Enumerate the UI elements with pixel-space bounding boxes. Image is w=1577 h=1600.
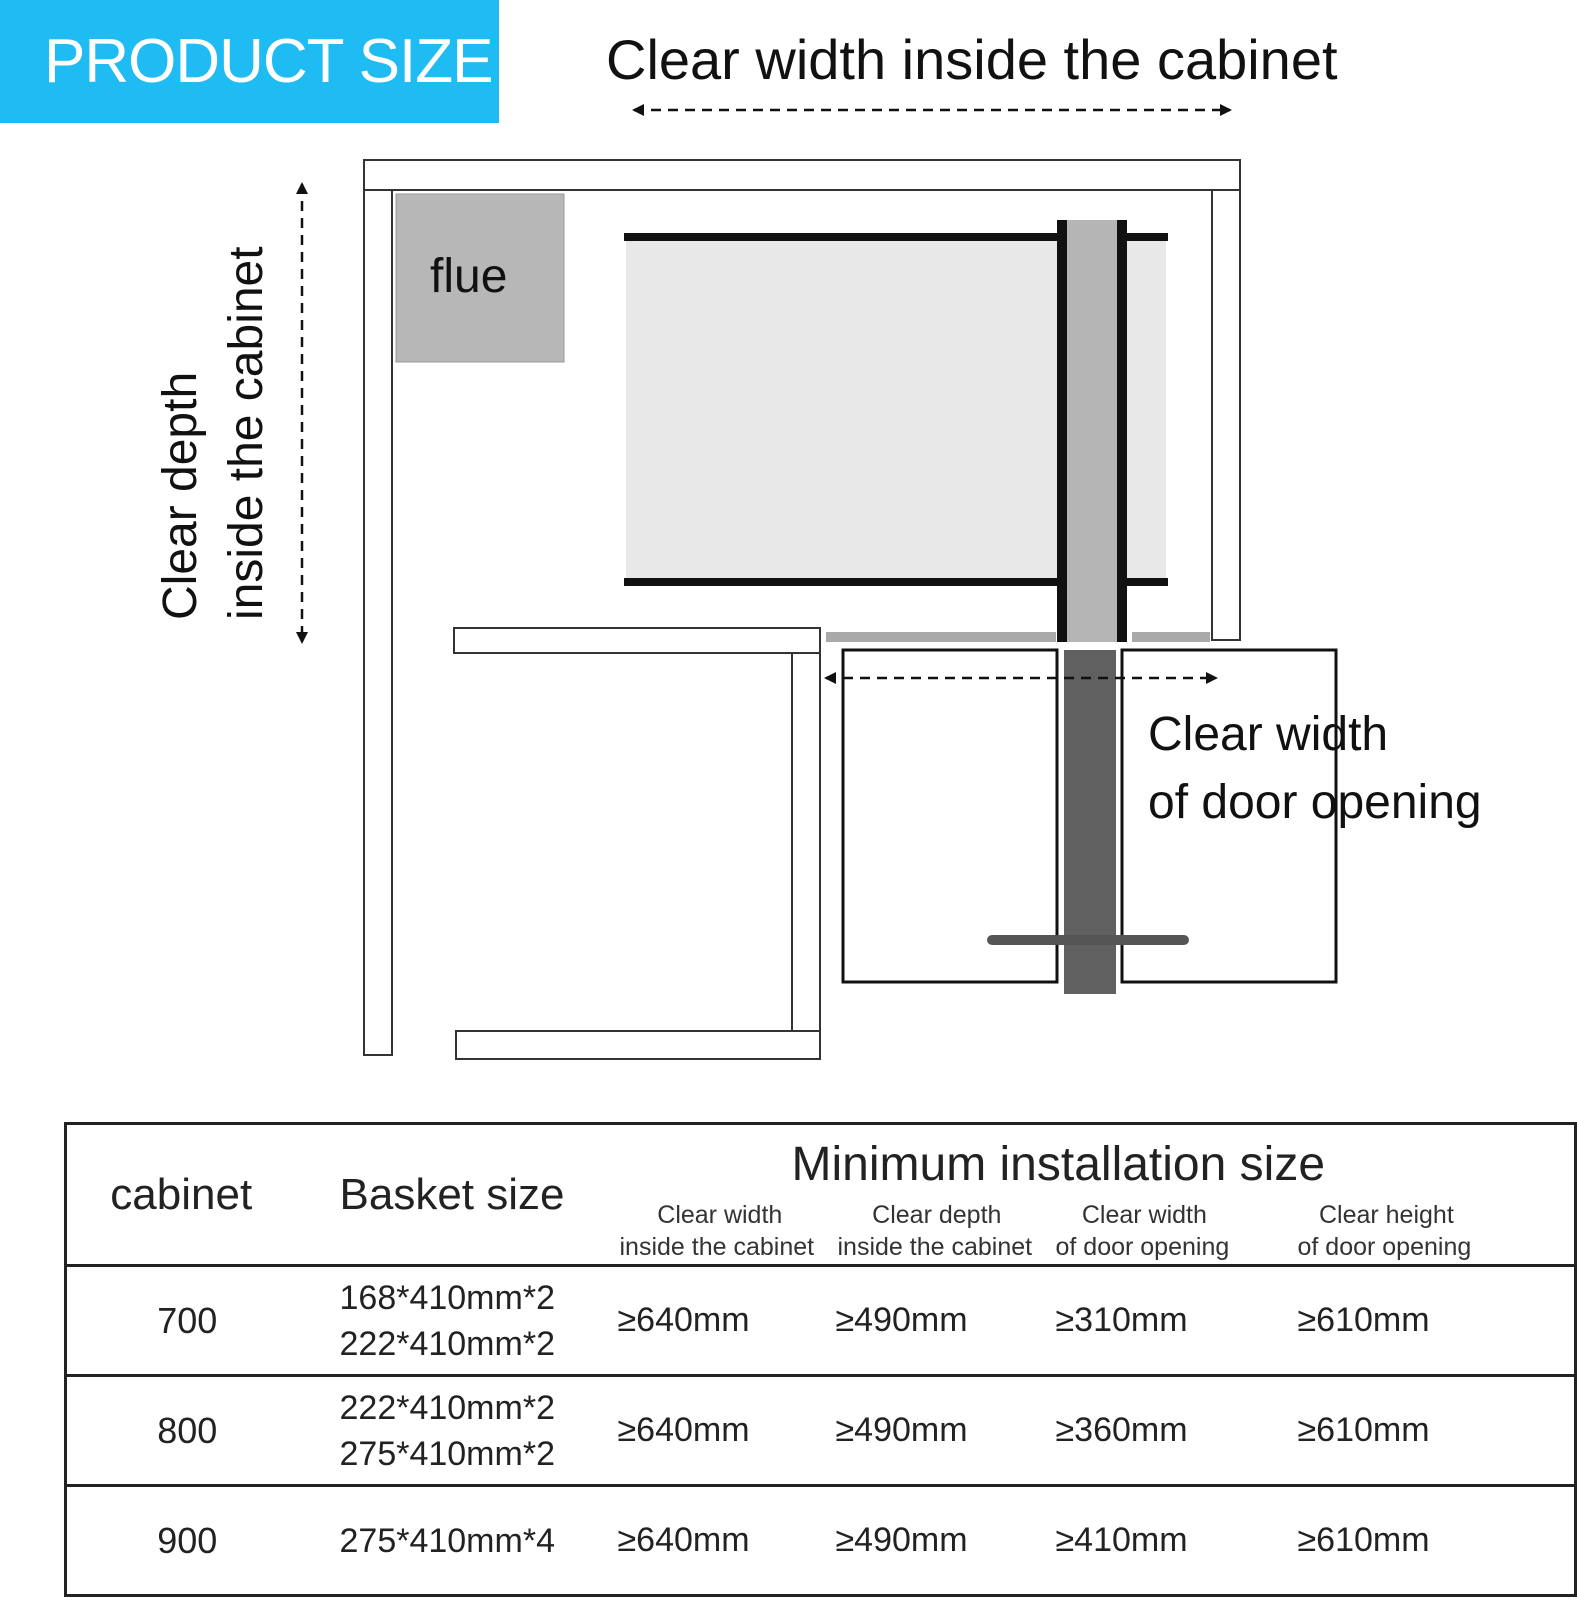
min-door-width: ≥360mm [1055,1411,1188,1449]
table-row: 900 275*410mm*4 ≥640mm ≥490mm ≥410mm ≥61… [66,1486,1576,1596]
min-depth: ≥490mm [835,1521,968,1559]
table-header-row: cabinet Basket size Minimum installation… [65,1124,1576,1266]
min-depth: ≥490mm [835,1301,968,1339]
clear-depth-line2: inside the cabinet [220,246,273,620]
flue-block [395,193,565,363]
door-label-line1: Clear width [1148,708,1389,761]
cabinet-top-panel [363,159,1241,191]
product-size-banner: PRODUCT SIZE [0,0,499,123]
banner-title: PRODUCT SIZE [44,27,493,96]
door-panel-right [1120,648,1338,984]
min-door-height: ≥610mm [1297,1301,1430,1339]
cabinet-size: 800 [157,1409,218,1451]
min-width: ≥640mm [617,1301,750,1339]
cabinet-size: 900 [157,1519,218,1561]
upper-post [1062,220,1118,642]
shelf-bottom-panel [455,1030,821,1060]
cabinet-left-wall [363,189,393,1056]
shelf-side-panel [791,652,821,1032]
grey-strip-right [1132,632,1210,642]
shelf-top-panel [453,627,821,654]
basket-size: 275*410mm*4 [339,1521,555,1560]
min-width: ≥640mm [617,1411,750,1449]
header-cabinet: cabinet [110,1169,253,1219]
cabinet-size: 700 [157,1299,218,1341]
grey-strip-left [826,632,1056,642]
min-door-width: ≥410mm [1055,1521,1188,1559]
clear-depth-label: Clear depth inside the cabinet [148,246,280,620]
header-basket-size: Basket size [339,1169,565,1219]
clear-width-label: Clear width inside the cabinet [606,28,1338,91]
clear-depth-line1: Clear depth [154,371,207,620]
min-door-height: ≥610mm [1297,1521,1430,1559]
min-install-title: Minimum installation size [791,1138,1326,1191]
flue-label: flue [430,250,508,303]
min-door-height: ≥610mm [1297,1411,1430,1449]
min-door-width: ≥310mm [1055,1301,1188,1339]
door-panel-left [841,648,1059,984]
door-opening-label: Clear width of door opening [1148,701,1482,837]
cabinet-diagram [296,104,1338,1060]
size-table: cabinet Basket size Minimum installation… [64,1122,1577,1597]
min-width: ≥640mm [617,1521,750,1559]
cabinet-right-wall [1211,189,1241,641]
door-label-line2: of door opening [1148,776,1482,829]
min-depth: ≥490mm [835,1411,968,1449]
